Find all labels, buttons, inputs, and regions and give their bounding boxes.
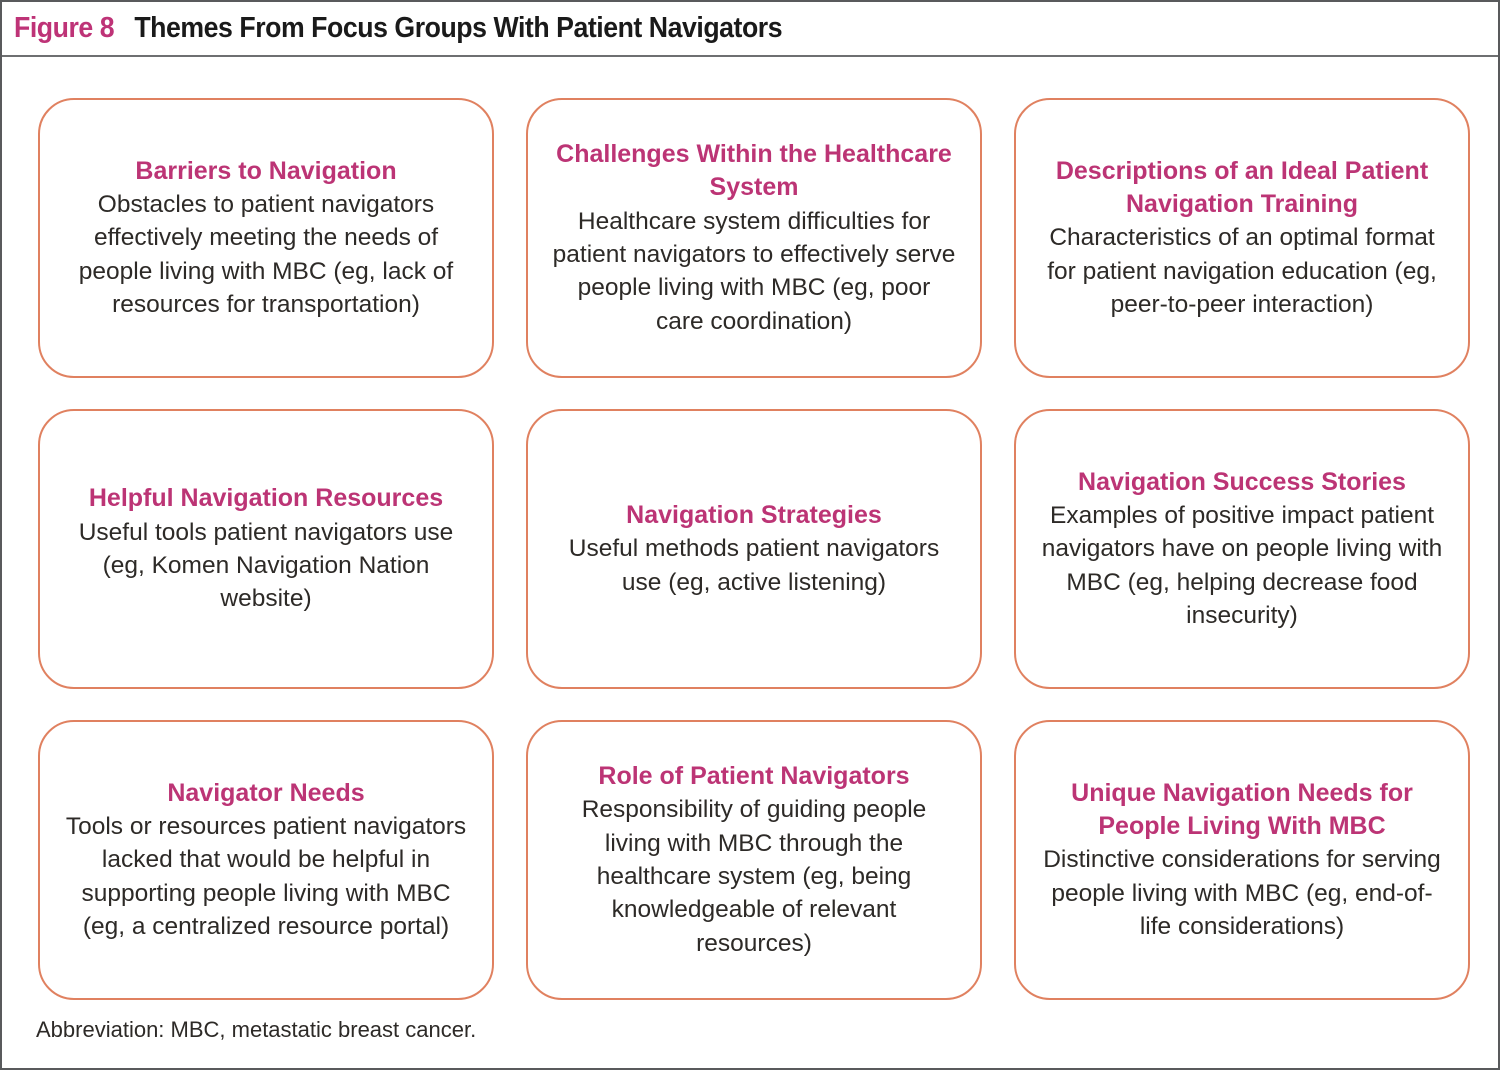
box-title: Unique Navigation Needs for People Livin… [1071,778,1413,841]
theme-box-challenges-healthcare-system: Challenges Within the Healthcare System … [526,98,982,378]
figure-header-text: Figure 8 Themes From Focus Groups With P… [14,12,783,45]
box-title: Navigation Success Stories [1078,467,1406,496]
box-body: Healthcare system difficulties for patie… [552,207,956,335]
theme-grid: Barriers to Navigation Obstacles to pati… [38,98,1470,1000]
theme-box-role-of-patient-navigators: Role of Patient Navigators Responsibilit… [526,720,982,1000]
figure-title: Themes From Focus Groups With Patient Na… [134,12,783,44]
box-title: Helpful Navigation Resources [88,484,444,513]
box-title: Descriptions of an Ideal Patient Navigat… [1055,156,1429,219]
box-body: Tools or resources patient navigators la… [65,813,467,940]
theme-box-unique-navigation-needs-mbc: Unique Navigation Needs for People Livin… [1014,720,1470,1000]
theme-box-navigation-success-stories: Navigation Success Stories Examples of p… [1014,409,1470,689]
theme-box-helpful-navigation-resources: Helpful Navigation Resources Useful tool… [38,409,494,689]
theme-box-navigator-needs: Navigator Needs Tools or resources patie… [38,720,494,1000]
box-body: Examples of positive impact patient navi… [1041,502,1443,629]
box-body: Distinctive considerations for serving p… [1043,846,1441,940]
theme-box-ideal-navigation-training: Descriptions of an Ideal Patient Navigat… [1014,98,1470,378]
box-body: Useful tools patient navigators use (eg,… [78,518,454,613]
abbreviation-footnote: Abbreviation: MBC, metastatic breast can… [36,1017,477,1042]
box-title: Barriers to Navigation [135,156,397,185]
box-title: Navigation Strategies [626,501,882,530]
box-body: Useful methods patient navigators use (e… [568,535,940,596]
figure-header: Figure 8 Themes From Focus Groups With P… [2,2,1498,57]
theme-box-barriers-to-navigation: Barriers to Navigation Obstacles to pati… [38,98,494,378]
box-body: Responsibility of guiding people living … [581,796,927,957]
theme-box-navigation-strategies: Navigation Strategies Useful methods pat… [526,409,982,689]
box-title: Challenges Within the Healthcare System [556,140,952,202]
box-title: Role of Patient Navigators [598,762,910,791]
box-body: Obstacles to patient navigators effectiv… [78,191,454,318]
figure-label: Figure 8 [14,12,115,44]
box-title: Navigator Needs [167,778,365,807]
box-body: Characteristics of an optimal format for… [1047,224,1437,318]
